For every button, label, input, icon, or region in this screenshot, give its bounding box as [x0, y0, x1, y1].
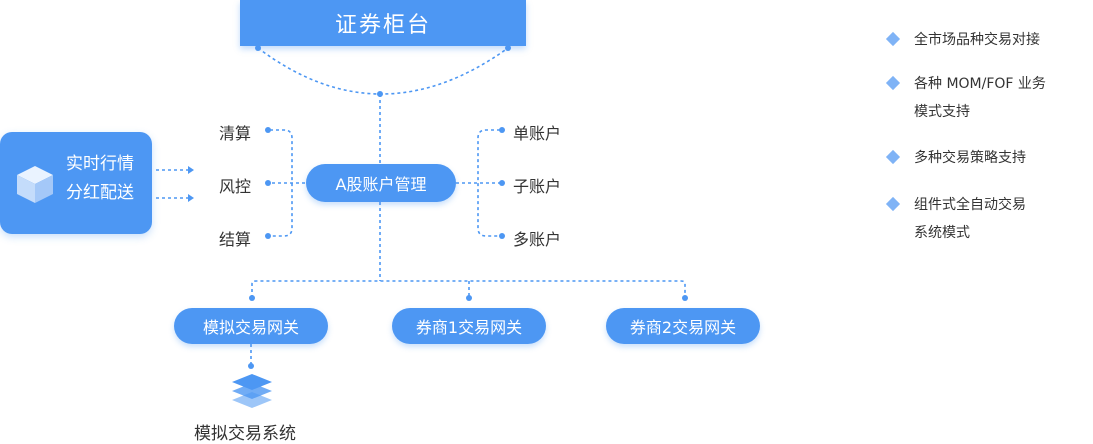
feature-line2: 模式支持 [914, 104, 970, 120]
feature-line1: 多种交易策略支持 [914, 150, 1026, 166]
feature-item: 各种 MOM/FOF 业务 模式支持 [885, 70, 1088, 126]
market-data-line2: 分红配送 [66, 183, 134, 203]
broker1-trading-gateway-label: 券商1交易网关 [415, 318, 523, 337]
diamond-icon [885, 31, 901, 47]
feature-line1: 组件式全自动交易 [914, 197, 1026, 213]
securities-counter-title: 证券柜台 [334, 13, 431, 38]
diamond-icon [885, 196, 901, 212]
diamond-icon [885, 149, 901, 165]
a-share-account-management: A股账户管理 [306, 164, 456, 202]
layers-stack-icon [232, 374, 272, 408]
feature-line2: 系统模式 [914, 225, 970, 241]
feature-item: 多种交易策略支持 [885, 144, 1088, 172]
feature-line1: 全市场品种交易对接 [914, 32, 1040, 48]
diamond-icon [885, 75, 901, 91]
securities-counter-box: 证券柜台 [240, 0, 526, 46]
broker2-trading-gateway-label: 券商2交易网关 [629, 318, 737, 337]
broker1-trading-gateway: 券商1交易网关 [392, 308, 546, 344]
single-account-label: 单账户 [513, 124, 562, 143]
feature-item: 全市场品种交易对接 [885, 26, 1088, 54]
cube-icon [17, 166, 53, 203]
sub-account-label: 子账户 [513, 177, 562, 196]
risk-control-label: 风控 [219, 177, 252, 196]
simulated-trading-gateway-label: 模拟交易网关 [202, 318, 299, 337]
market-data-line1: 实时行情 [66, 154, 134, 174]
a-share-account-management-label: A股账户管理 [335, 175, 427, 194]
feature-line1: 各种 MOM/FOF 业务 [914, 76, 1046, 92]
multi-account-label: 多账户 [513, 230, 562, 249]
broker2-trading-gateway: 券商2交易网关 [606, 308, 760, 344]
feature-item: 组件式全自动交易 系统模式 [885, 191, 1088, 247]
simulated-trading-gateway: 模拟交易网关 [174, 308, 328, 344]
market-data-box: 实时行情 分红配送 [0, 132, 152, 234]
simulated-trading-system-label: 模拟交易系统 [194, 424, 296, 444]
clearing-label: 清算 [219, 124, 252, 143]
settlement-label: 结算 [219, 230, 252, 249]
